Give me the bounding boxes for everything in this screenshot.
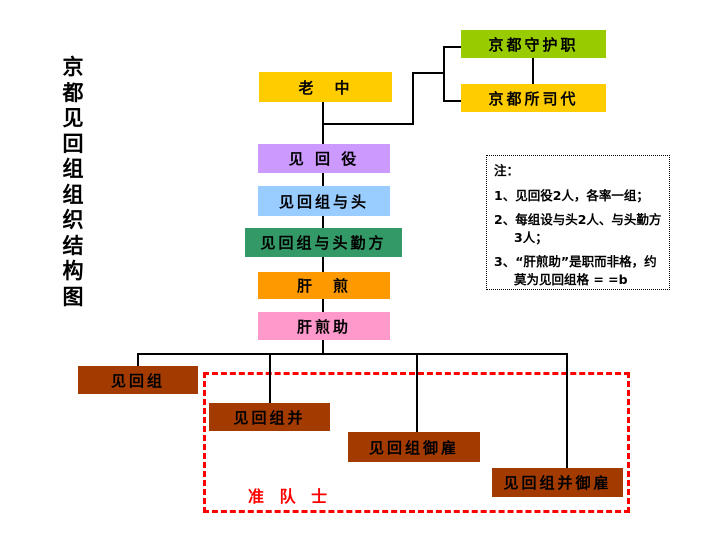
title-char: 回 [62, 131, 84, 156]
connector-line [322, 299, 324, 312]
title-char: 组 [62, 182, 84, 207]
title-char: 都 [62, 80, 84, 105]
node-kimoiri: 肝 煎 [258, 272, 390, 299]
title-char: 构 [62, 259, 84, 283]
connector-line [443, 46, 445, 102]
quasi-member-label: 准 队 士 [248, 487, 333, 506]
note-item: 3、“肝煎助”是职而非格，约莫为见回组格 = =b [494, 254, 657, 287]
connector-line [269, 353, 271, 403]
note-heading: 注： [494, 163, 520, 178]
note-box: 注： 1、见回役2人，各率一组； 2、每组设与头2人、与头勤方3人； 3、“肝煎… [486, 155, 670, 290]
node-mimawarigumi-oyatoi: 见回组御雇 [348, 432, 480, 462]
title-char: 见 [62, 106, 84, 130]
node-mimawari-yaku: 见 回 役 [258, 144, 390, 173]
title-char: 京 [62, 55, 84, 79]
node-kumigashira-kinkata: 见回组与头勤方 [245, 228, 402, 257]
connector-line [412, 72, 445, 74]
connector-line [322, 257, 324, 272]
connector-line [322, 123, 414, 125]
connector-line [443, 100, 461, 102]
title-char: 织 [62, 208, 84, 232]
title-char: 结 [62, 233, 84, 258]
title-char: 组 [62, 157, 84, 181]
connector-line [443, 46, 461, 48]
node-roju: 老 中 [259, 72, 392, 102]
node-mimawarigumi-nami: 见回组并 [209, 403, 330, 431]
node-kyoto-shugoshoku: 京都守护职 [461, 30, 606, 58]
connector-line [322, 173, 324, 186]
title-char: 图 [62, 284, 84, 309]
connector-line [137, 353, 139, 366]
connector-line [532, 58, 534, 84]
note-item: 1、见回役2人，各率一组； [494, 187, 649, 203]
node-mimawarigumi-nami-oyatoi: 见回组并御雇 [492, 468, 623, 497]
note-item: 2、每组设与头2人、与头勤方3人； [494, 212, 662, 245]
connector-line [137, 353, 568, 355]
connector-line [412, 72, 414, 125]
connector-line [416, 353, 418, 432]
connector-line [322, 216, 324, 228]
page-title: 京 都 见 回 组 组 织 结 构 图 [58, 55, 88, 310]
node-kyoto-shoshidai: 京都所司代 [461, 84, 606, 112]
node-mimawarigumi: 见回组 [78, 366, 198, 394]
node-kumigashira: 见回组与头 [258, 186, 390, 216]
connector-line [566, 353, 568, 468]
node-kimoiri-jo: 肝煎助 [258, 312, 390, 340]
connector-line [322, 340, 324, 354]
